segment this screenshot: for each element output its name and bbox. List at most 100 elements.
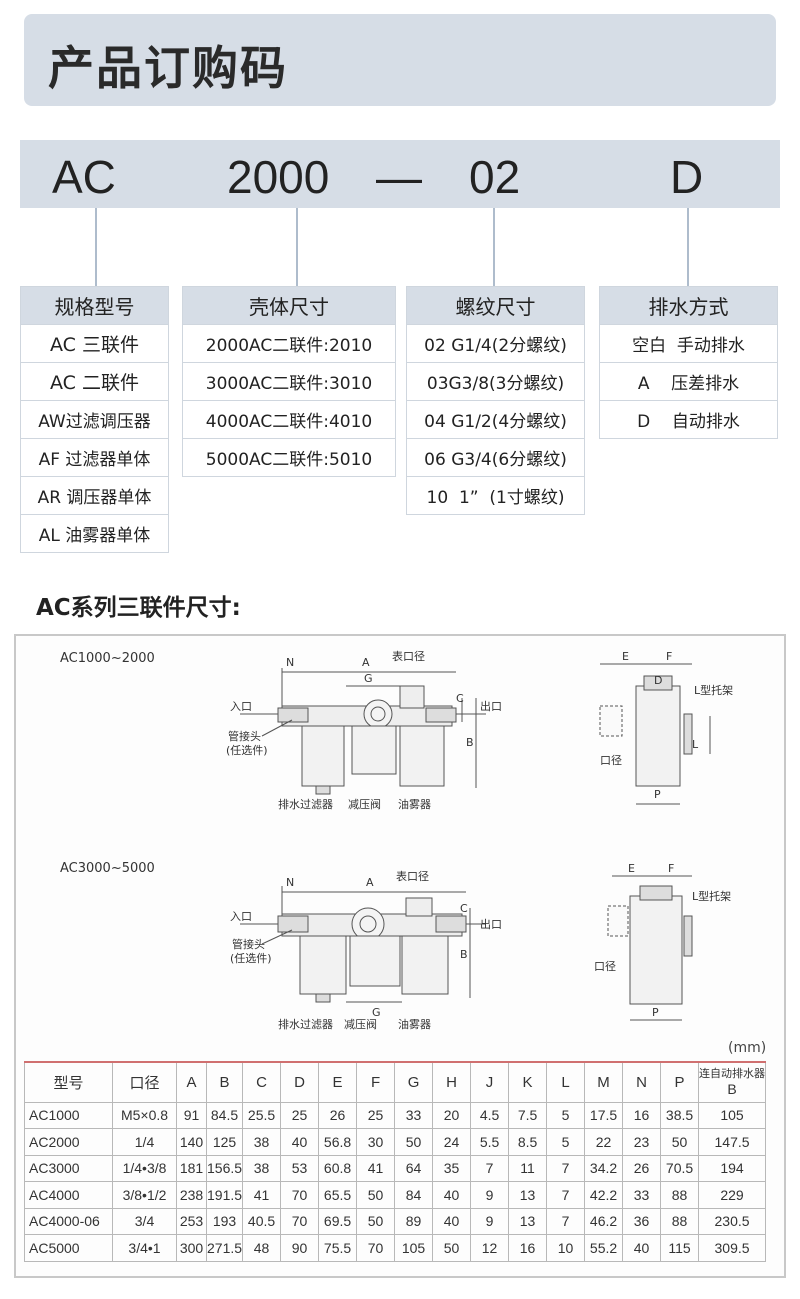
table-cell: 88 <box>660 1181 700 1209</box>
table-cell: 5 <box>546 1128 586 1156</box>
unit1-lubricator-cap <box>399 685 425 709</box>
table-cell: 7 <box>546 1181 586 1209</box>
table-cell: 70 <box>356 1234 396 1262</box>
spec-col-header: M <box>584 1061 624 1103</box>
table-cell: 1/4•3/8 <box>112 1154 177 1182</box>
spec-col-header: B <box>205 1061 244 1103</box>
port-label: 口径 <box>600 754 622 767</box>
table-cell: 193 <box>205 1207 244 1235</box>
spec-option: AC 二联件 <box>20 362 169 401</box>
dimensions-title: AC系列三联件尺寸: <box>36 595 241 621</box>
table-cell: M5×0.8 <box>112 1101 177 1129</box>
model-range-label: AC1000~2000 <box>60 651 155 666</box>
code-drain: D <box>670 151 704 203</box>
table-cell: 11 <box>508 1154 548 1182</box>
table-cell: 70 <box>280 1181 320 1209</box>
leader-line <box>261 929 293 945</box>
table-cell: 22 <box>584 1128 624 1156</box>
code-dash: — <box>376 151 422 203</box>
drawing-svg: AC1000~2000 N A G 表口径 C B 入口 出口 管接头 (任选件… <box>60 649 733 1031</box>
dim-letter-N: N <box>286 656 294 669</box>
spec-options-table: 规格型号 AC 三联件 AC 二联件 AW过滤调压器 AF 过滤器单体 AR 调… <box>20 286 169 553</box>
unit1-gauge-inner <box>370 706 386 722</box>
table-cell: 40 <box>432 1181 472 1209</box>
table-cell: 9 <box>470 1207 510 1235</box>
unit-label: (mm) <box>728 1040 767 1056</box>
thread-options-header: 螺纹尺寸 <box>406 286 585 325</box>
table-cell: 70 <box>280 1207 320 1235</box>
table-cell: 125 <box>205 1128 244 1156</box>
table-cell: 4.5 <box>470 1101 510 1129</box>
table-cell: 89 <box>394 1207 434 1235</box>
dim-letter-E: E <box>622 650 629 663</box>
table-cell: 156.5 <box>205 1154 244 1182</box>
unit1-outlet-port <box>425 707 457 723</box>
thread-option: 02 G1/4(2分螺纹) <box>406 324 585 363</box>
table-cell: 20 <box>432 1101 472 1129</box>
spec-col-header: D <box>280 1061 320 1103</box>
unit2-drain <box>315 993 331 1003</box>
inlet-label: 入口 <box>230 910 252 923</box>
lubricator-label: 油雾器 <box>398 797 431 811</box>
table-cell: 34.2 <box>584 1154 624 1182</box>
side2-gauge <box>607 905 629 937</box>
table-cell: 91 <box>176 1101 207 1129</box>
body-option: 3000AC二联件:3010 <box>182 362 396 401</box>
table-cell: 53 <box>280 1154 320 1182</box>
dim-letter-P: P <box>654 788 661 801</box>
thread-option: 06 G3/4(6分螺纹) <box>406 438 585 477</box>
unit2-outlet-port <box>435 915 467 933</box>
table-cell: 60.8 <box>318 1154 358 1182</box>
dim-letter-A: A <box>366 876 374 889</box>
model-cell: AC4000 <box>24 1181 113 1209</box>
table-cell: 26 <box>318 1101 358 1129</box>
body-option: 4000AC二联件:4010 <box>182 400 396 439</box>
table-cell: 147.5 <box>698 1128 767 1156</box>
dim-letter-C: C <box>460 902 468 915</box>
bracket-label: L型托架 <box>692 889 731 903</box>
table-cell: 13 <box>508 1207 548 1235</box>
drain-options-header: 排水方式 <box>599 286 778 325</box>
side1-cap <box>643 675 673 691</box>
spec-option: AR 调压器单体 <box>20 476 169 515</box>
table-cell: 12 <box>470 1234 510 1262</box>
unit1-gauge <box>363 699 393 729</box>
table-cell: 25 <box>356 1101 396 1129</box>
table-cell: 50 <box>660 1128 700 1156</box>
table-cell: 84.5 <box>205 1101 244 1129</box>
table-cell: 90 <box>280 1234 320 1262</box>
model-cell: AC4000-06 <box>24 1207 113 1235</box>
table-cell: 40 <box>432 1207 472 1235</box>
table-cell: 25 <box>280 1101 320 1129</box>
unit2-lubricator-bowl <box>401 935 449 995</box>
spec-col-header: L <box>546 1061 586 1103</box>
model-cell: AC1000 <box>24 1101 113 1129</box>
dim-letter-L: L <box>692 738 699 751</box>
port-label: 口径 <box>594 960 616 973</box>
table-cell: 41 <box>242 1181 282 1209</box>
thread-option: 03G3/8(3分螺纹) <box>406 362 585 401</box>
lubricator-label: 油雾器 <box>398 1017 431 1031</box>
spec-col-header: J <box>470 1061 510 1103</box>
table-cell: 7 <box>470 1154 510 1182</box>
table-cell: 230.5 <box>698 1207 767 1235</box>
table-cell: 238 <box>176 1181 207 1209</box>
code-series: AC <box>52 151 116 203</box>
table-cell: 7.5 <box>508 1101 548 1129</box>
body-option: 2000AC二联件:2010 <box>182 324 396 363</box>
spec-col-header: K <box>508 1061 548 1103</box>
outlet-label: 出口 <box>480 917 502 931</box>
table-cell: 8.5 <box>508 1128 548 1156</box>
spec-col-header: 型号 <box>24 1061 113 1103</box>
leader-line <box>261 719 293 737</box>
table-cell: 10 <box>546 1234 586 1262</box>
header-banner: 产品订购码 <box>24 14 776 106</box>
table-cell: 55.2 <box>584 1234 624 1262</box>
spec-col-header: G <box>394 1061 434 1103</box>
table-cell: 13 <box>508 1181 548 1209</box>
side2-bracket <box>683 915 693 957</box>
unit2-gauge-inner <box>359 915 377 933</box>
